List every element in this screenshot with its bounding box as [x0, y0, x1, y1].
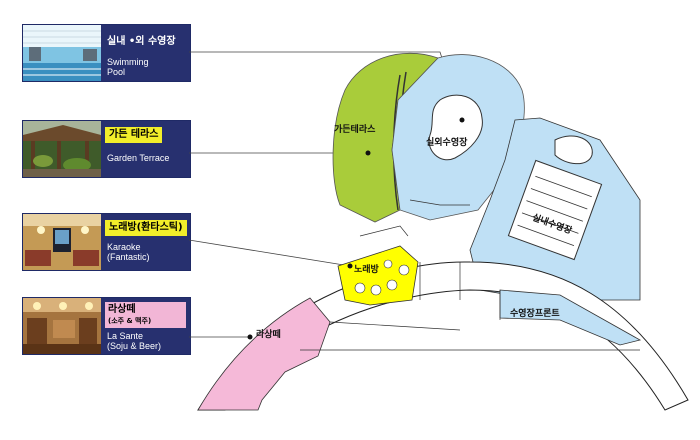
- outdoor-pool-area: [391, 54, 525, 221]
- card-title-ko: 가든 테라스: [105, 127, 163, 143]
- card-la-sante[interactable]: 라상떼 (소주 & 맥주) La Sante (Soju & Beer): [22, 297, 191, 355]
- card-karaoke[interactable]: 노래방(환타스틱) Karaoke (Fantastic): [22, 213, 191, 271]
- map-label-pool-front: 수영장프론트: [510, 307, 560, 319]
- marker-dot-karaoke: [347, 263, 353, 269]
- map-label-indoor-pool: 실내수영장: [531, 211, 575, 237]
- marker-dot-lasante: [247, 334, 253, 340]
- card-title-ko-text: 라상떼: [108, 304, 136, 315]
- marker-dot-pool: [459, 117, 465, 123]
- map-label-outdoor-pool: 실외수영장: [426, 136, 468, 148]
- map-label-karaoke: 노래방: [354, 263, 380, 275]
- card-title-ko: 실내 •외 수영장: [107, 36, 176, 47]
- leader-line-pool: [189, 51, 463, 121]
- card-title-en: Garden Terrace: [107, 153, 170, 163]
- karaoke-photo: [23, 214, 101, 270]
- card-sub-ko: (소주 & 맥주): [108, 317, 152, 325]
- map-label-garden-terrace: 가든테라스: [334, 123, 376, 135]
- leader-line-karaoke: [188, 239, 351, 267]
- card-title-ko: 라상떼 (소주 & 맥주): [105, 302, 186, 328]
- card-swimming-pool[interactable]: 실내 •외 수영장 Swimming Pool: [22, 24, 191, 82]
- card-garden-terrace[interactable]: 가든 테라스 Garden Terrace: [22, 120, 191, 178]
- indoor-pool-area: [469, 117, 641, 306]
- pool-front-area: [499, 289, 642, 346]
- karaoke-area: [337, 245, 419, 306]
- card-title-en: La Sante (Soju & Beer): [107, 331, 162, 351]
- la-sante-photo: [23, 298, 101, 354]
- card-title-en: Swimming Pool: [107, 57, 149, 77]
- map-label-la-sante: 라상떼: [256, 328, 281, 340]
- swimming-pool-photo: [23, 25, 101, 81]
- la-sante-area: [197, 297, 331, 411]
- building-outline: [197, 261, 689, 411]
- garden-terrace-area: [332, 52, 439, 223]
- card-title-en: Karaoke (Fantastic): [107, 242, 150, 262]
- garden-terrace-photo: [23, 121, 101, 177]
- card-title-ko: 노래방(환타스틱): [105, 220, 187, 236]
- marker-dot-garden: [365, 150, 371, 156]
